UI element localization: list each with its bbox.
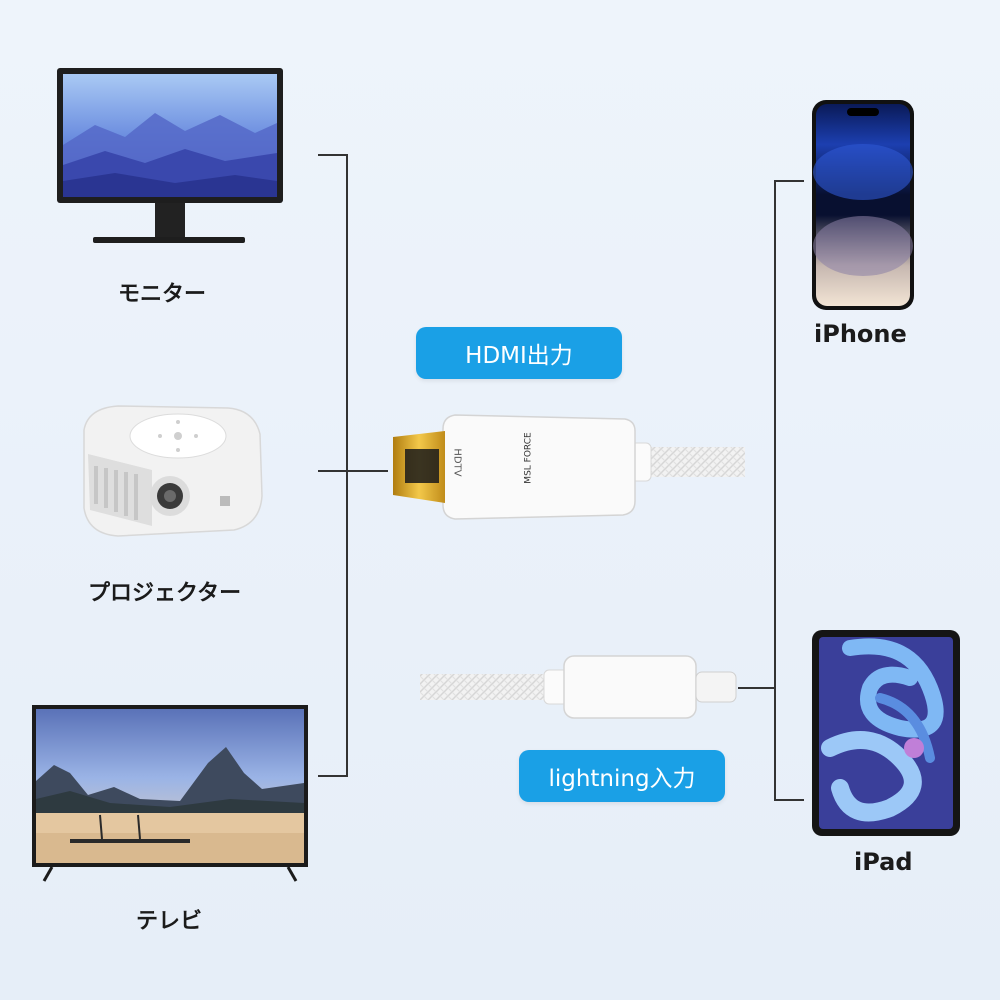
left-connector-projector: [318, 470, 388, 472]
hdmi-output-label: HDMI出力: [465, 343, 573, 369]
hdmi-output-badge: HDMI出力: [416, 327, 622, 379]
tv-label: テレビ: [136, 909, 203, 934]
lightning-cable: [420, 652, 750, 722]
right-connector-vertical: [774, 180, 776, 800]
hdtv-print: HDTV: [451, 448, 463, 477]
right-connector-ipad: [774, 799, 804, 801]
left-connector-tv: [318, 775, 348, 777]
iphone-image: [810, 98, 916, 312]
lightning-input-label: lightning入力: [548, 766, 696, 792]
brand-print: MSL FORCE: [523, 432, 534, 484]
right-connector-lightning: [738, 687, 776, 689]
left-connector-vertical: [346, 154, 348, 776]
ipad-label: iPad: [854, 848, 913, 876]
hdmi-cable: HDTV MSL FORCE: [385, 405, 745, 525]
projector-label: プロジェクター: [88, 581, 242, 606]
monitor-image: [55, 65, 285, 250]
iphone-label: iPhone: [814, 320, 907, 348]
projector-image: [78, 400, 268, 540]
tv-image: [30, 703, 310, 883]
monitor-label: モニター: [118, 282, 207, 307]
ipad-image: [810, 628, 962, 838]
right-connector-iphone: [774, 180, 804, 182]
lightning-input-badge: lightning入力: [519, 750, 725, 802]
left-connector-monitor: [318, 154, 348, 156]
